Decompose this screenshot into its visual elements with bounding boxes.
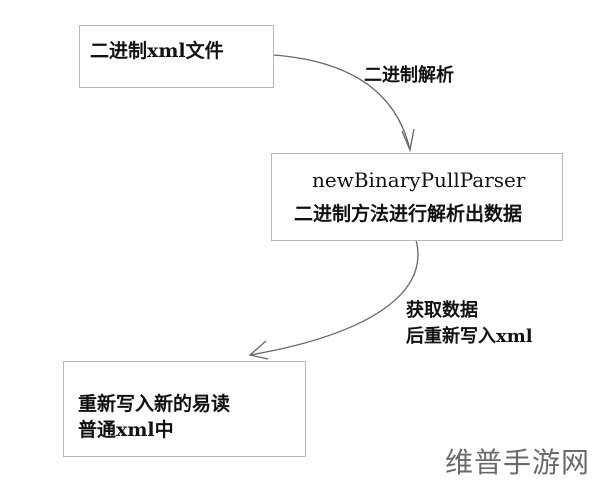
fetch-edge-label-line2: 后重新写入xml [406,326,533,347]
arrow-parser-to-output [249,239,419,356]
arrowhead-source-to-parser [401,128,415,153]
site-watermark: 维普手游网 [444,446,590,479]
output-box: 重新写入新的易读 普通xml中 [63,361,306,457]
arrow-source-to-parser [272,54,411,151]
source-box-label: 二进制xml文件 [90,40,224,62]
output-box-line1: 重新写入新的易读 [78,393,231,415]
parser-box-subtitle: 二进制方法进行解析出数据 [294,203,523,225]
output-box-line2: 普通xml中 [78,419,174,441]
fetch-edge-label-line1: 获取数据 [406,300,478,321]
parse-edge-label: 二进制解析 [364,65,454,86]
parser-box: newBinaryPullParser 二进制方法进行解析出数据 [271,153,563,241]
arrowhead-parser-to-output [248,340,269,360]
parser-box-title: newBinaryPullParser [312,168,526,192]
source-box: 二进制xml文件 [79,25,274,88]
